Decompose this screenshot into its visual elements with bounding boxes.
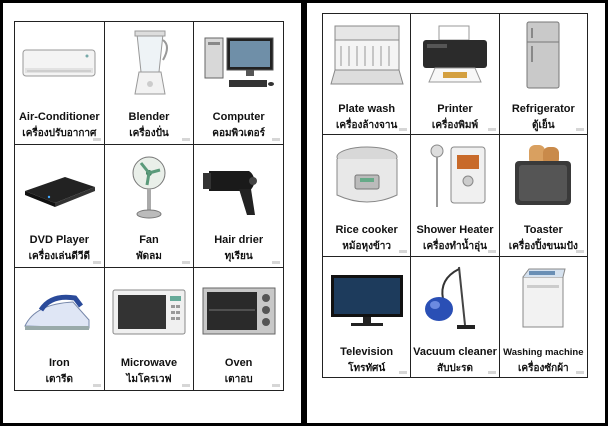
card-thai-label: หม้อหุงข้าว	[342, 241, 392, 253]
card-thai-label: ทุเรียน	[224, 251, 253, 262]
card-watermark	[576, 371, 584, 374]
oven-icon	[202, 287, 276, 335]
card-thai-label: เครื่องพิมพ์	[431, 120, 479, 131]
card-thai-label: เครื่องปั่น	[129, 128, 169, 139]
card-watermark	[92, 384, 101, 387]
card-watermark	[576, 249, 584, 253]
card-shower-heater: Shower Heater เครื่องทำน้ำอุ่น	[411, 135, 500, 257]
card-air-conditioner: Air-Conditioner เครื่องปรับอากาศ	[15, 22, 105, 145]
television-icon	[330, 274, 403, 326]
card-thai-label: คอมพิวเตอร์	[212, 128, 266, 139]
card-english-label: Washing machine	[503, 346, 584, 358]
card-thai-label: เตารีด	[45, 374, 74, 385]
card-computer: Computer คอมพิวเตอร์	[194, 22, 284, 145]
hair-dryer-icon	[202, 171, 257, 215]
card-rice-cooker: Rice cooker หม้อหุงข้าว	[323, 135, 412, 257]
card-english-label: Air-Conditioner	[18, 111, 100, 123]
card-thai-label: พัดลม	[136, 251, 162, 262]
card-english-label: Iron	[48, 357, 70, 369]
flashcard-grid: Plate wash เครื่องล้างจาน Printer เครื่อ…	[322, 13, 588, 378]
card-washing-machine: Washing machine เครื่องซักผ้า	[499, 256, 588, 378]
card-vacuum-cleaner: Vacuum cleaner สับปะรด	[411, 256, 500, 378]
air-conditioner-icon	[22, 49, 96, 77]
card-toaster: Toaster เครื่องปิ้งขนมปัง	[499, 135, 588, 257]
card-english-label: Computer	[212, 111, 265, 123]
card-television: Television โทรทัศน์	[323, 256, 412, 378]
blender-icon	[134, 30, 168, 95]
card-watermark	[576, 128, 584, 132]
card-watermark	[92, 138, 101, 141]
card-watermark	[92, 261, 101, 264]
dvd-player-icon	[25, 177, 96, 207]
card-english-label: Toaster	[523, 224, 563, 237]
card-watermark	[399, 249, 408, 253]
card-thai-label: ไมโครเวฟ	[126, 374, 172, 385]
card-english-label: Blender	[128, 111, 170, 123]
card-thai-label: เครื่องล้างจาน	[336, 120, 398, 131]
card-microwave: Microwave ไมโครเวฟ	[104, 268, 195, 391]
card-thai-label: โทรทัศน์	[348, 362, 386, 374]
microwave-icon	[112, 289, 186, 335]
card-watermark	[487, 249, 496, 253]
rice-cooker-icon	[336, 146, 398, 203]
card-dvd-player: DVD Player เครื่องเล่นดีวีดี	[15, 145, 105, 268]
card-thai-label: เครื่องเล่นดีวีดี	[28, 251, 90, 262]
card-blender: Blender เครื่องปั่น	[104, 22, 195, 145]
card-thai-label: ตู้เย็น	[532, 120, 555, 131]
card-watermark	[271, 138, 280, 141]
card-english-label: Oven	[224, 357, 253, 369]
card-thai-label: เครื่องซักผ้า	[517, 362, 569, 374]
card-thai-label: เครื่องปรับอากาศ	[22, 128, 97, 139]
card-thai-label: เครื่องทำน้ำอุ่น	[423, 241, 487, 253]
card-printer: Printer เครื่องพิมพ์	[411, 14, 500, 136]
card-fan: Fan พัดลม	[104, 145, 195, 268]
card-hair-drier: Hair drier ทุเรียน	[194, 145, 284, 268]
flashcard-page-right: Plate wash เครื่องล้างจาน Printer เครื่อ…	[307, 3, 605, 423]
card-english-label: Vacuum cleaner	[413, 345, 497, 358]
card-watermark	[182, 261, 191, 264]
flashcard-page-left: Air-Conditioner เครื่องปรับอากาศ Blender…	[3, 3, 301, 423]
card-watermark	[271, 384, 280, 387]
card-english-label: Rice cooker	[335, 224, 398, 237]
card-english-label: Refrigerator	[511, 103, 575, 115]
card-watermark	[487, 371, 496, 374]
refrigerator-icon	[526, 21, 560, 89]
card-thai-label: เตาอบ	[224, 374, 253, 385]
card-english-label: Microwave	[120, 357, 178, 369]
card-watermark	[182, 138, 191, 141]
card-refrigerator: Refrigerator ตู้เย็น	[499, 14, 588, 136]
computer-icon	[204, 37, 274, 87]
washing-machine-icon	[522, 268, 566, 328]
card-english-label: DVD Player	[29, 234, 89, 246]
card-english-label: Fan	[139, 234, 159, 246]
vacuum-cleaner-icon	[424, 266, 475, 329]
card-english-label: Shower Heater	[416, 224, 494, 237]
card-watermark	[487, 128, 496, 132]
card-thai-label: สับปะรด	[436, 362, 474, 374]
card-english-label: Television	[340, 345, 394, 358]
card-oven: Oven เตาอบ	[194, 268, 284, 391]
toaster-icon	[515, 145, 572, 206]
fan-icon	[132, 156, 166, 219]
card-english-label: Plate wash	[338, 103, 396, 115]
iron-icon	[24, 294, 90, 330]
flashcard-grid: Air-Conditioner เครื่องปรับอากาศ Blender…	[14, 21, 284, 391]
card-watermark	[399, 128, 408, 132]
card-plate-wash: Plate wash เครื่องล้างจาน	[323, 14, 412, 136]
card-thai-label: เครื่องปิ้งขนมปัง	[508, 241, 578, 253]
card-english-label: Hair drier	[214, 234, 264, 246]
card-watermark	[271, 261, 280, 264]
card-iron: Iron เตารีด	[15, 268, 105, 391]
card-watermark	[182, 384, 191, 387]
dishwasher-icon	[329, 25, 404, 85]
card-english-label: Printer	[437, 103, 473, 115]
shower-heater-icon	[430, 144, 486, 208]
card-watermark	[399, 371, 408, 374]
printer-icon	[422, 25, 487, 83]
